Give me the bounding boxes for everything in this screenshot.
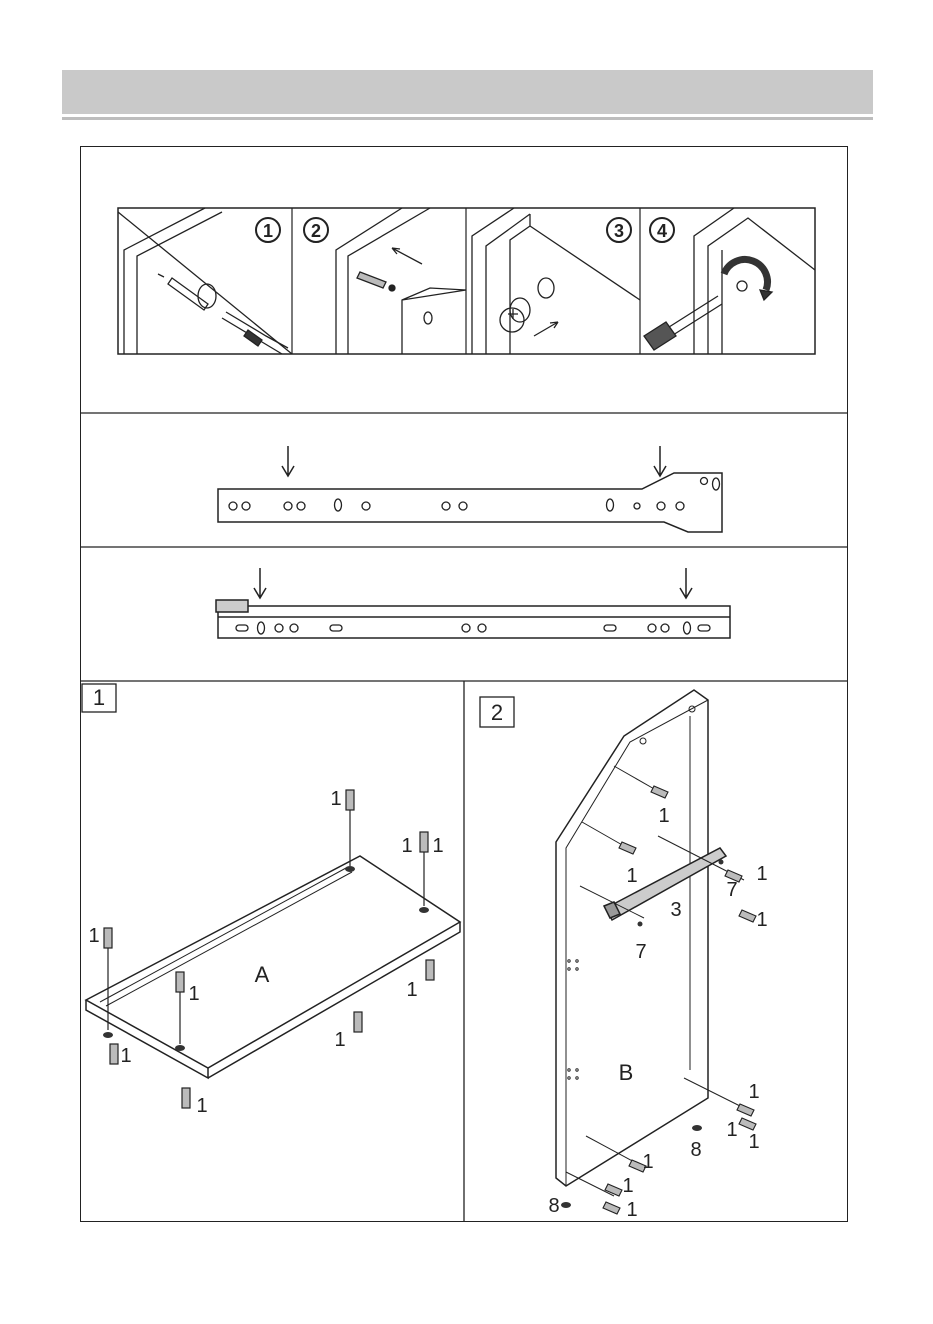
callout: 1	[188, 983, 199, 1005]
rail-arrow-left	[282, 446, 294, 476]
callout: 1	[756, 909, 767, 931]
panel-2: 2	[480, 690, 768, 1221]
rail-arrow-left	[254, 568, 266, 598]
panel-1: 1 A 1 1 1 1	[82, 684, 460, 1117]
callout: 8	[690, 1139, 701, 1161]
step-1-number: 1	[263, 221, 273, 241]
callout: 1	[748, 1131, 759, 1153]
cabinet-runner-rail	[216, 568, 730, 638]
callout: 1	[626, 1199, 637, 1221]
callout: 1	[88, 925, 99, 947]
callout: 1	[120, 1045, 131, 1067]
board-a	[86, 856, 460, 1078]
callout: 1	[406, 979, 417, 1001]
step-2-illustration	[336, 208, 466, 354]
part-label-b: B	[619, 1060, 634, 1085]
step-number-badges: 1 2 3 4	[256, 218, 674, 242]
callout: 7	[635, 941, 646, 963]
drawer-runner-rail	[218, 446, 722, 532]
callout: 1	[334, 1029, 345, 1051]
step-3-number: 3	[614, 221, 624, 241]
step-2-number: 2	[311, 221, 321, 241]
step-4-number: 4	[657, 221, 667, 241]
callout: 1	[642, 1151, 653, 1173]
step-2-badge: 2	[304, 218, 328, 242]
panel-1-number: 1	[93, 685, 105, 710]
rail-arrow-right	[654, 446, 666, 476]
callout: 1	[401, 835, 412, 857]
callout: 1	[432, 835, 443, 857]
step-3-badge: 3	[607, 218, 631, 242]
cam-lock-steps: 1 2 3 4	[118, 208, 815, 354]
frame-dividers	[80, 413, 848, 1222]
rail-arrow-right	[680, 568, 692, 598]
part-label-a: A	[255, 962, 270, 987]
callout: 1	[726, 1119, 737, 1141]
callout: 7	[726, 879, 737, 901]
callout: 1	[626, 865, 637, 887]
callout: 1	[658, 805, 669, 827]
callout: 1	[748, 1081, 759, 1103]
callout: 1	[196, 1095, 207, 1117]
panel-2-number: 2	[491, 700, 503, 725]
callout: 8	[548, 1195, 559, 1217]
callout: 3	[670, 899, 681, 921]
callout: 1	[756, 863, 767, 885]
step-4-badge: 4	[650, 218, 674, 242]
callout: 1	[330, 788, 341, 810]
step-1-badge: 1	[256, 218, 280, 242]
callout: 1	[622, 1175, 633, 1197]
